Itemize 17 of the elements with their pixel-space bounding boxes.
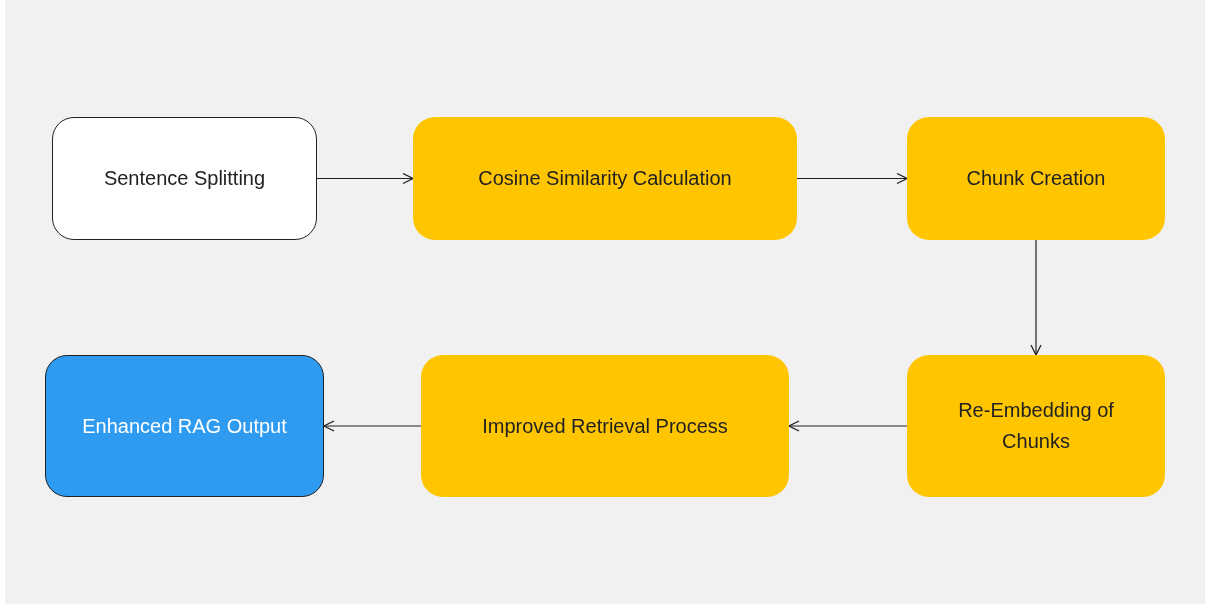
process-box	[907, 117, 1165, 240]
process-box	[907, 355, 1165, 497]
arrow	[323, 420, 422, 432]
node-label: Sentence Splitting	[103, 166, 266, 191]
node-label: Enhanced RAG Output	[82, 413, 287, 439]
arrow	[316, 172, 414, 185]
arrow	[796, 172, 908, 185]
arrow	[788, 420, 908, 432]
process-box	[52, 117, 317, 240]
node-label: Cosine Similarity Calculation	[478, 166, 732, 191]
node-label: Re-Embedding of Chunks	[957, 398, 1115, 454]
process-box	[413, 117, 797, 240]
arrow	[1030, 239, 1042, 356]
node-label: Improved Retrieval Process	[482, 413, 728, 439]
process-box	[421, 355, 789, 497]
node-label: Chunk Creation	[966, 166, 1106, 191]
output-box	[45, 355, 324, 497]
